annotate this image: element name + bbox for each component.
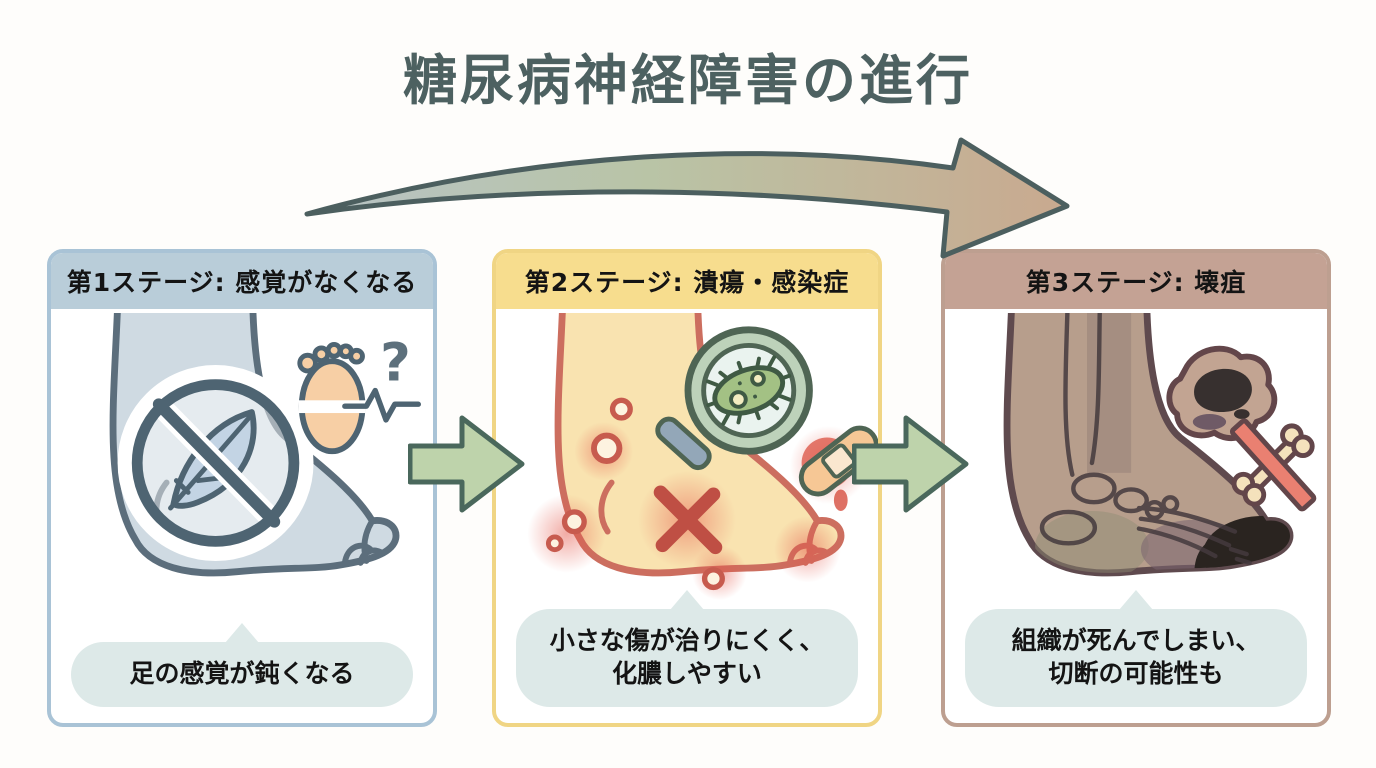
necrotic-tissue-icon: [1166, 345, 1278, 442]
stage-3-header: 第3ステージ: 壊疽: [945, 253, 1327, 309]
caption-text-line-2: 化膿しやすい: [612, 659, 762, 688]
foot-pulse-icon: ?: [297, 333, 422, 455]
stage-2-header-label: 第2ステージ: 潰瘍・感染症: [524, 268, 850, 297]
next-stage-arrow-1: [408, 415, 525, 513]
stage-2-panel: 第2ステージ: 潰瘍・感染症: [492, 249, 882, 727]
progression-arrow: [304, 137, 1070, 259]
stage-2-caption: 小さな傷が治りにくく、 化膿しやすい: [516, 590, 858, 707]
caption-text-line-2: 切断の可能性も: [1048, 659, 1224, 688]
progression-arrow-shape: [304, 137, 1070, 259]
stage-1-header: 第1ステージ: 感覚がなくなる: [51, 253, 433, 309]
magnifier-bacteria-icon: [655, 326, 813, 471]
stage-2-body: 小さな傷が治りにくく、 化膿しやすい: [496, 309, 878, 723]
ulcer-foot-illustration: [527, 313, 878, 601]
bubble-tail: [1119, 590, 1153, 610]
stage-2-header: 第2ステージ: 潰瘍・感染症: [496, 253, 878, 309]
crossed-bone-icon: [1229, 418, 1317, 512]
stage-3-header-label: 第3ステージ: 壊疽: [1025, 268, 1247, 297]
caption-text-line-1: 組織が死んでしまい、: [1011, 626, 1261, 655]
stage-1-body: ? 足の感覚が鈍くなる: [51, 309, 433, 723]
caption-text: 足の感覚が鈍くなる: [129, 659, 355, 688]
gangrene-foot-icon: [1003, 313, 1294, 577]
stage-1-header-label: 第1ステージ: 感覚がなくなる: [66, 268, 418, 297]
bubble-tail: [670, 590, 704, 610]
bacteria-icon: [705, 355, 792, 426]
bubble-tail: [225, 623, 259, 643]
bandage-icon: [789, 425, 878, 511]
gangrene-foot-illustration: [1003, 313, 1317, 577]
caption-text-line-1: 小さな傷が治りにくく、: [549, 626, 825, 655]
skeleton-bones: [1039, 313, 1252, 566]
stage-3-caption: 組織が死んでしまい、 切断の可能性も: [965, 590, 1307, 707]
no-feather-prohibition-icon: [117, 365, 314, 561]
numb-foot-illustration: ?: [109, 313, 422, 577]
stage-1-panel: 第1ステージ: 感覚がなくなる: [47, 249, 437, 727]
page-title: 糖尿病神経障害の進行: [403, 49, 973, 112]
stage-3-body: 組織が死んでしまい、 切断の可能性も: [945, 309, 1327, 723]
stage-1-caption: 足の感覚が鈍くなる: [71, 623, 413, 707]
question-mark-icon: ?: [380, 333, 411, 394]
next-stage-arrow-2: [852, 415, 969, 513]
wound-cross-icon: [653, 485, 723, 555]
stage-3-panel: 第3ステージ: 壊疽: [941, 249, 1331, 727]
